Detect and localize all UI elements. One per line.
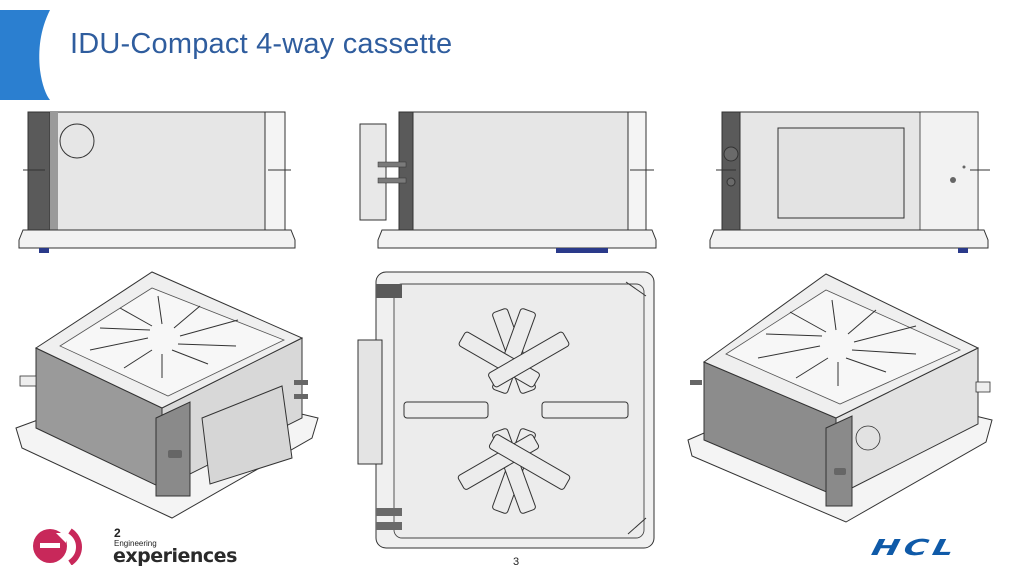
- logo-small-text: Engineering: [114, 539, 157, 548]
- engineering-experiences-logo: 2 Engineering experiences: [30, 525, 237, 567]
- hcl-logo-text: HCL: [869, 536, 961, 561]
- page-number: 3: [513, 556, 520, 568]
- cassette-bottom-view: [357, 271, 655, 549]
- cassette-side-view-left: [18, 111, 296, 253]
- title-accent-band: [0, 10, 50, 100]
- logo-big-text: experiences: [113, 545, 237, 567]
- logo-superscript: 2: [114, 526, 121, 540]
- cassette-side-view-middle: [359, 111, 657, 253]
- slide-title: IDU-Compact 4-way cassette: [70, 28, 453, 60]
- hcl-logo: HCL: [869, 536, 1000, 561]
- e2-logo-icon: [33, 528, 82, 565]
- cassette-side-view-right: [709, 111, 990, 253]
- cassette-isometric-view-right: [687, 273, 993, 523]
- cassette-isometric-view-left: [15, 271, 319, 519]
